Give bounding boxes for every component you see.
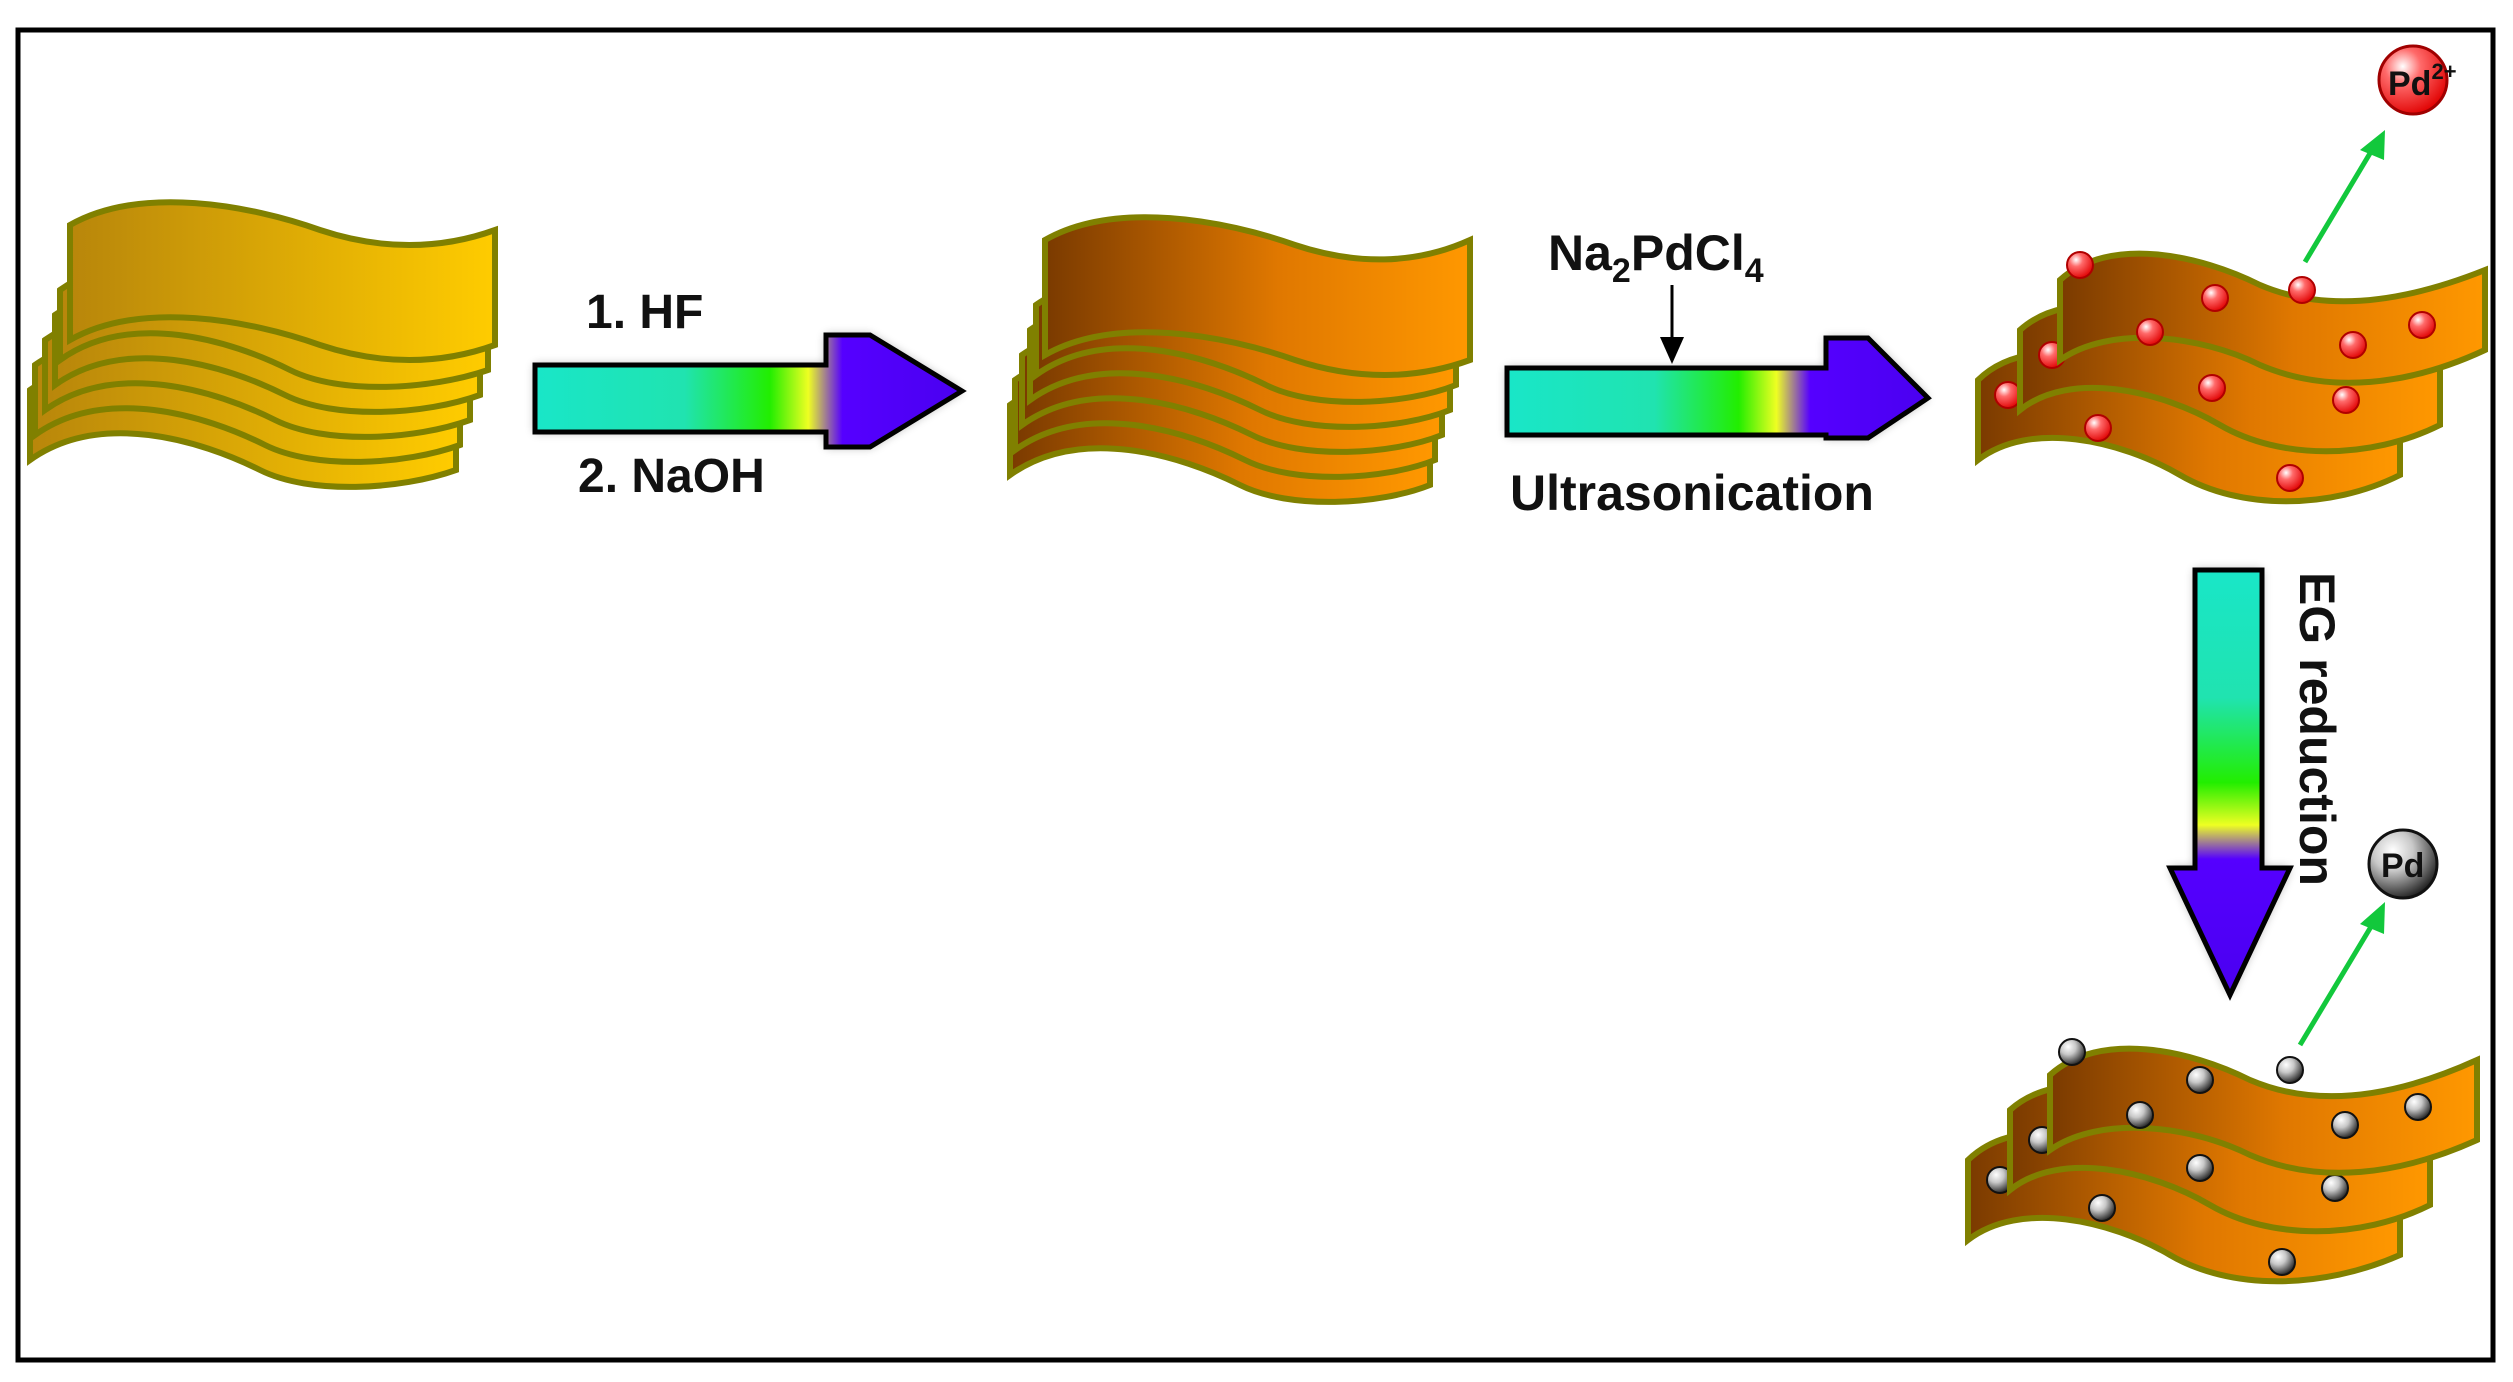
pd-ion-pointer-arrow	[2302, 148, 2375, 264]
step1-label-hf: 1. HF	[586, 286, 703, 339]
reagent-label: Na2PdCl4	[1548, 225, 1764, 290]
reduction-arrow	[2166, 567, 2294, 1001]
step1-label-naoh: 2. NaOH	[578, 450, 765, 503]
pd-metal-pointer-head	[2360, 902, 2385, 934]
reaction-arrow-2	[1504, 335, 1932, 441]
pd-metal-label: Pd	[2381, 847, 2424, 885]
pd-ion-label: Pd2+	[2388, 59, 2457, 103]
pd-nanoparticle-sphere-icon: Pd	[2367, 828, 2439, 900]
pd-nanoparticle-sheets	[1965, 1038, 2480, 1285]
ultrasonication-label: Ultrasonication	[1510, 465, 1874, 521]
etched-sheets-icon	[1007, 214, 1473, 505]
pd-ion-pointer-head	[2360, 130, 2385, 160]
layered-sheets-icon	[27, 199, 498, 490]
pd-ion-sphere-icon: Pd2+	[2377, 44, 2457, 116]
outer-frame	[15, 27, 2496, 1363]
eg-reduction-label: EG reduction	[2289, 572, 2345, 886]
pd-ion-loaded-sheets	[1975, 250, 2488, 505]
pd-metal-pointer-arrow	[2297, 923, 2375, 1047]
reaction-arrow-1	[532, 332, 967, 450]
